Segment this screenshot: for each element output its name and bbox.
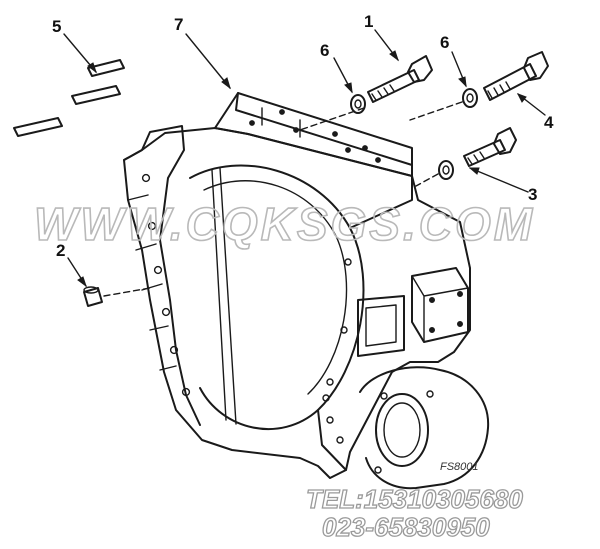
watermark-site: WWW.CQKSGS.COM xyxy=(34,198,535,250)
housing-top-pad-edge xyxy=(235,92,413,166)
housing-bore-web xyxy=(211,167,237,425)
leader-2-arrow xyxy=(77,276,87,288)
capscrew-1-shank xyxy=(367,69,420,103)
key-b xyxy=(71,85,121,105)
callout-7: 7 xyxy=(174,15,183,34)
cover-plate xyxy=(411,267,469,343)
callout-3: 3 xyxy=(528,185,537,204)
capscrew-3-head xyxy=(493,127,517,155)
dowel-pin-end xyxy=(83,286,99,294)
cover-plate-bolts xyxy=(429,291,463,333)
callout-2: 2 xyxy=(56,241,65,260)
callout-6b: 6 xyxy=(440,33,449,52)
watermark-tel: TEL:15310305680 xyxy=(306,484,523,514)
callout-5: 5 xyxy=(52,17,61,36)
assembly-lines xyxy=(103,101,463,297)
part-4-capscrew xyxy=(483,51,549,101)
housing-right-shoulder xyxy=(349,175,413,229)
starter-bore-outer xyxy=(375,393,429,467)
capscrew-3-shank xyxy=(463,139,506,167)
part-3-capscrew xyxy=(463,127,517,167)
leader-6b-arrow xyxy=(458,76,467,88)
center-line-1 xyxy=(299,107,365,131)
housing-outline xyxy=(123,127,471,479)
washer-a-hole xyxy=(354,99,362,109)
washer-b-hole xyxy=(466,93,474,103)
cover-plate-edges xyxy=(411,275,469,343)
leader-3 xyxy=(469,167,529,193)
housing-bore-inner xyxy=(203,180,348,395)
housing-bore-outer xyxy=(189,164,365,431)
flywheel-housing: FS8001 xyxy=(123,92,490,490)
callout-6a: 6 xyxy=(320,41,329,60)
housing-left-flange xyxy=(123,125,201,426)
leader-4-arrow xyxy=(516,93,527,103)
left-flange-holes xyxy=(141,173,191,397)
part-2-dowel-pin xyxy=(83,286,103,307)
leader-7-arrow xyxy=(221,77,231,90)
key-a xyxy=(13,117,63,137)
part-6-washers xyxy=(350,88,478,180)
figure-code: FS8001 xyxy=(440,461,479,473)
callout-4: 4 xyxy=(544,113,554,132)
center-line-3 xyxy=(415,173,439,187)
leader-5-arrow xyxy=(87,62,97,74)
washer-c xyxy=(438,160,454,180)
leader-3-arrow xyxy=(468,167,480,175)
callout-1: 1 xyxy=(364,12,373,31)
callout-numbers: 1 6 6 4 3 2 5 7 xyxy=(52,12,554,260)
starter-boss xyxy=(359,366,490,490)
housing-lower-edge xyxy=(317,409,347,471)
capscrew-4-thread xyxy=(487,81,511,99)
center-line-2 xyxy=(103,287,151,297)
watermarks: WWW.CQKSGS.COM TEL:15310305680 023-65830… xyxy=(33,197,535,542)
housing-left-ribs xyxy=(127,194,177,371)
washer-a xyxy=(350,94,366,114)
right-face-holes xyxy=(322,258,352,444)
leader-1-arrow xyxy=(389,50,399,62)
center-line-4 xyxy=(409,101,463,121)
dowel-pin xyxy=(83,287,103,307)
inspection-window xyxy=(357,295,405,357)
part-5-keys xyxy=(13,59,125,137)
inspection-window-inner xyxy=(365,304,397,347)
washer-c-hole xyxy=(442,165,450,175)
part-1-capscrew xyxy=(367,55,433,103)
capscrew-1-thread xyxy=(371,84,395,101)
top-pad-bolt-holes xyxy=(249,109,381,163)
capscrew-1-head xyxy=(407,55,433,83)
leader-lines xyxy=(63,29,546,288)
capscrew-4-shank xyxy=(483,63,537,101)
capscrew-4-head xyxy=(523,51,549,81)
housing-top-pad-ribs xyxy=(261,107,301,138)
leader-6a-arrow xyxy=(344,82,353,94)
watermark-phone: 023-65830950 xyxy=(322,512,490,542)
washer-b xyxy=(462,88,478,108)
starter-bore-inner xyxy=(383,402,421,458)
capscrew-3-thread xyxy=(467,151,485,165)
starter-boss-holes xyxy=(374,390,434,474)
leader-7 xyxy=(185,33,231,89)
key-c xyxy=(87,59,125,77)
